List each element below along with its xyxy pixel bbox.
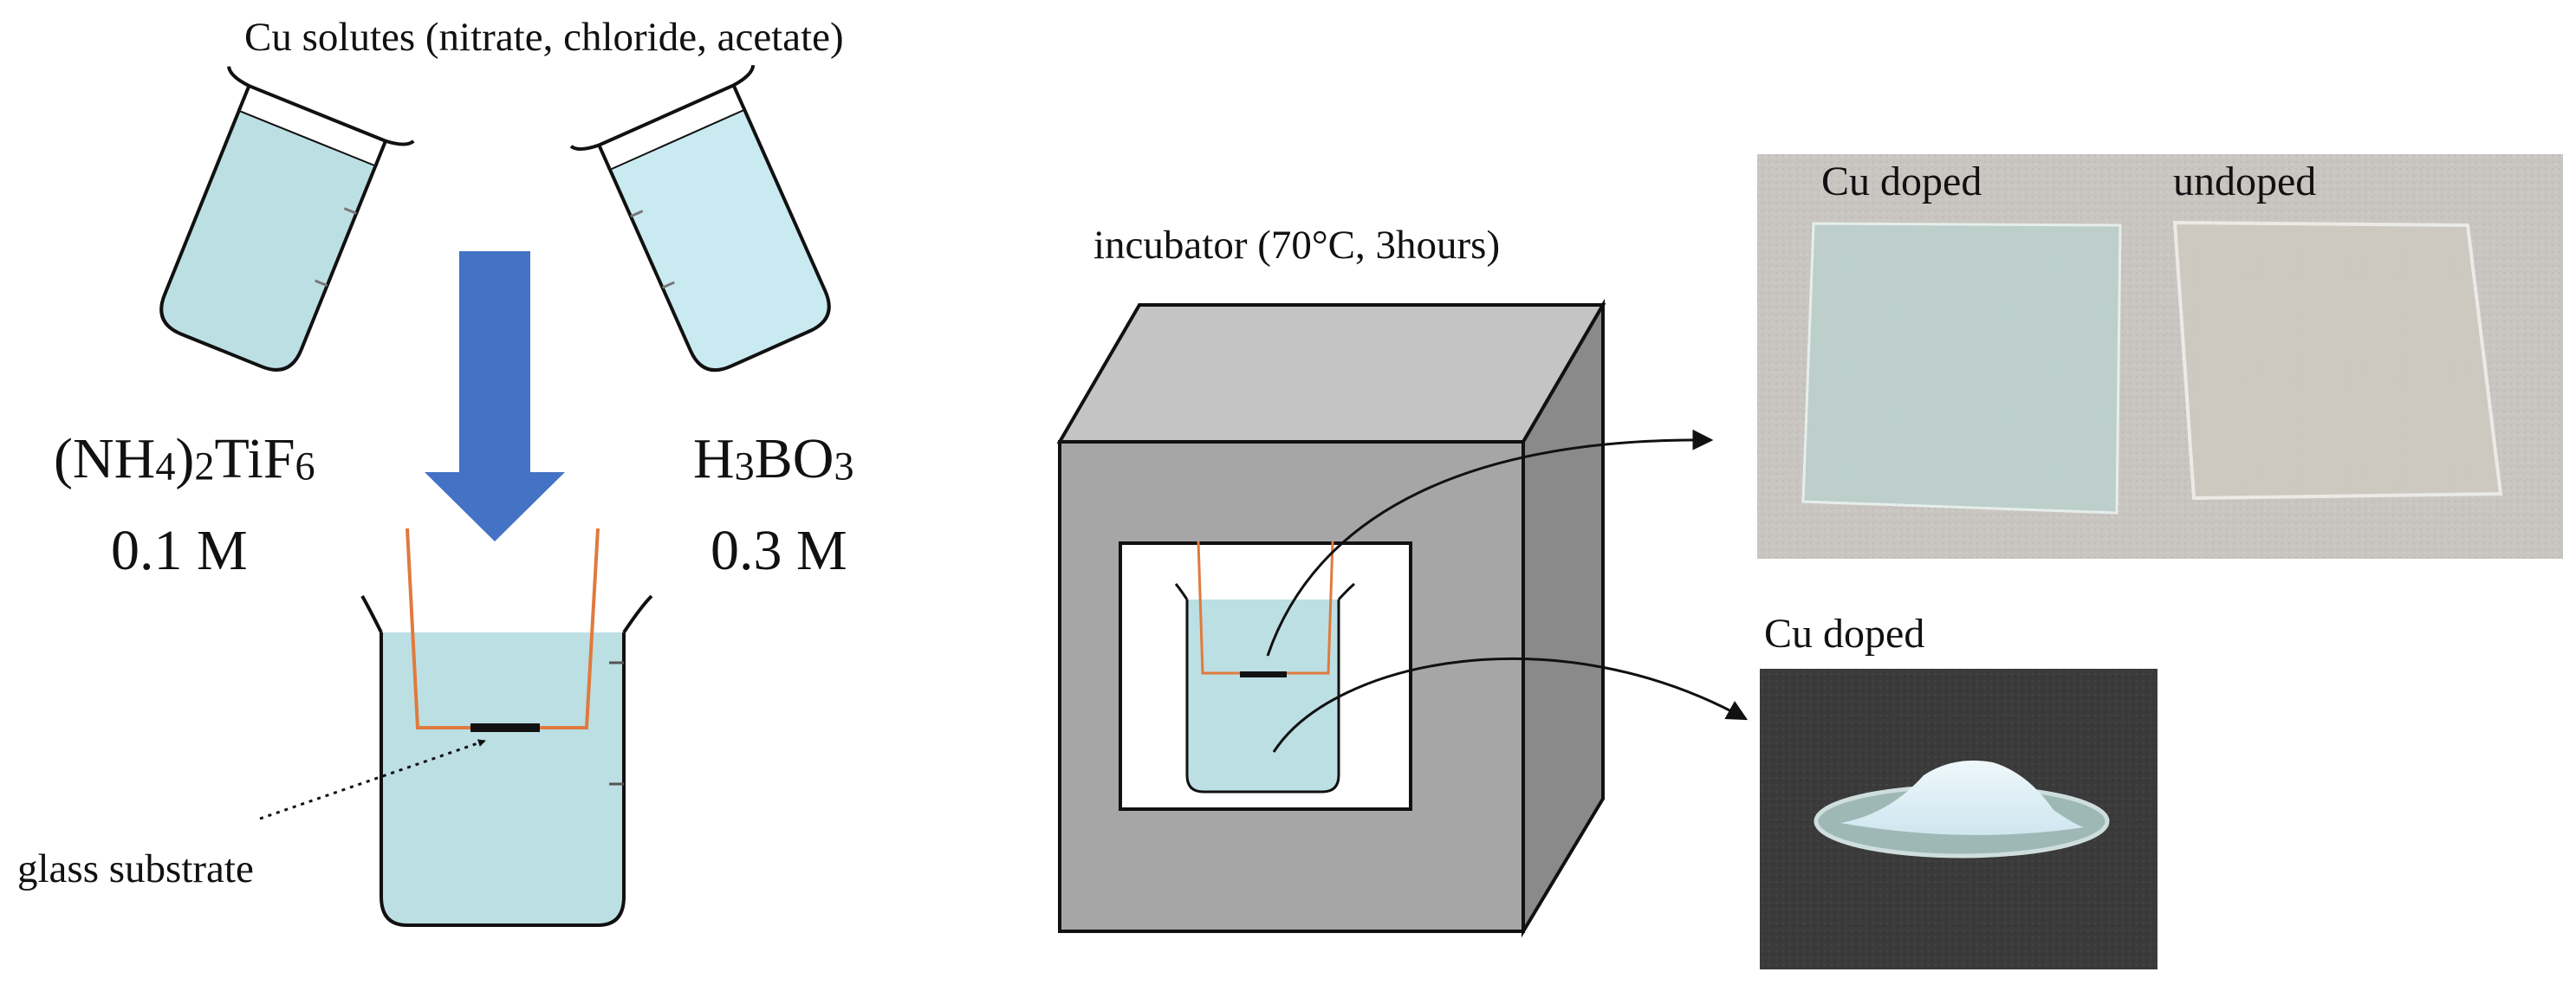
left-reagent-concentration: 0.1 M bbox=[111, 519, 248, 582]
right-reagent-formula: H3BO3 bbox=[693, 431, 854, 488]
photo-label-undoped: undoped bbox=[2173, 159, 2317, 204]
powder-pile bbox=[1840, 760, 2084, 835]
left-reagent-formula: (NH4)2TiF6 bbox=[54, 431, 315, 488]
formula-part: BO bbox=[754, 427, 834, 490]
pour-arrow bbox=[425, 251, 565, 541]
film-cu-doped bbox=[1801, 222, 2122, 515]
formula-part: H bbox=[693, 427, 735, 490]
incubator-label: incubator (70°C, 3hours) bbox=[1093, 223, 1501, 268]
formula-subscript: 4 bbox=[155, 444, 176, 489]
formula-part: TiF bbox=[214, 427, 295, 490]
tilted-beaker-left bbox=[159, 66, 415, 372]
formula-subscript: 2 bbox=[194, 444, 215, 489]
incubator-substrate bbox=[1240, 671, 1287, 677]
arrow-to-powder bbox=[1272, 657, 1749, 753]
formula-subscript: 6 bbox=[295, 444, 315, 489]
formula-part: ) bbox=[175, 427, 195, 490]
photo-thin-films bbox=[1757, 154, 2563, 559]
photo-powder bbox=[1760, 669, 2157, 969]
formula-subscript: 3 bbox=[734, 444, 755, 489]
solutes-title: Cu solutes (nitrate, chloride, acetate) bbox=[244, 15, 844, 60]
photo-label-cu-doped: Cu doped bbox=[1821, 159, 1982, 204]
main-beaker bbox=[360, 594, 653, 927]
arrow-to-film bbox=[1266, 429, 1714, 657]
tilted-beaker-right bbox=[569, 64, 831, 373]
glass-substrate-label: glass substrate bbox=[17, 846, 254, 891]
photo-label-powder: Cu doped bbox=[1764, 611, 1925, 657]
incubator-beaker bbox=[1174, 582, 1355, 794]
formula-part: (NH bbox=[54, 427, 156, 490]
film-undoped bbox=[2172, 220, 2503, 501]
glass-substrate bbox=[470, 723, 540, 732]
formula-subscript: 3 bbox=[834, 444, 854, 489]
right-reagent-concentration: 0.3 M bbox=[711, 519, 847, 582]
